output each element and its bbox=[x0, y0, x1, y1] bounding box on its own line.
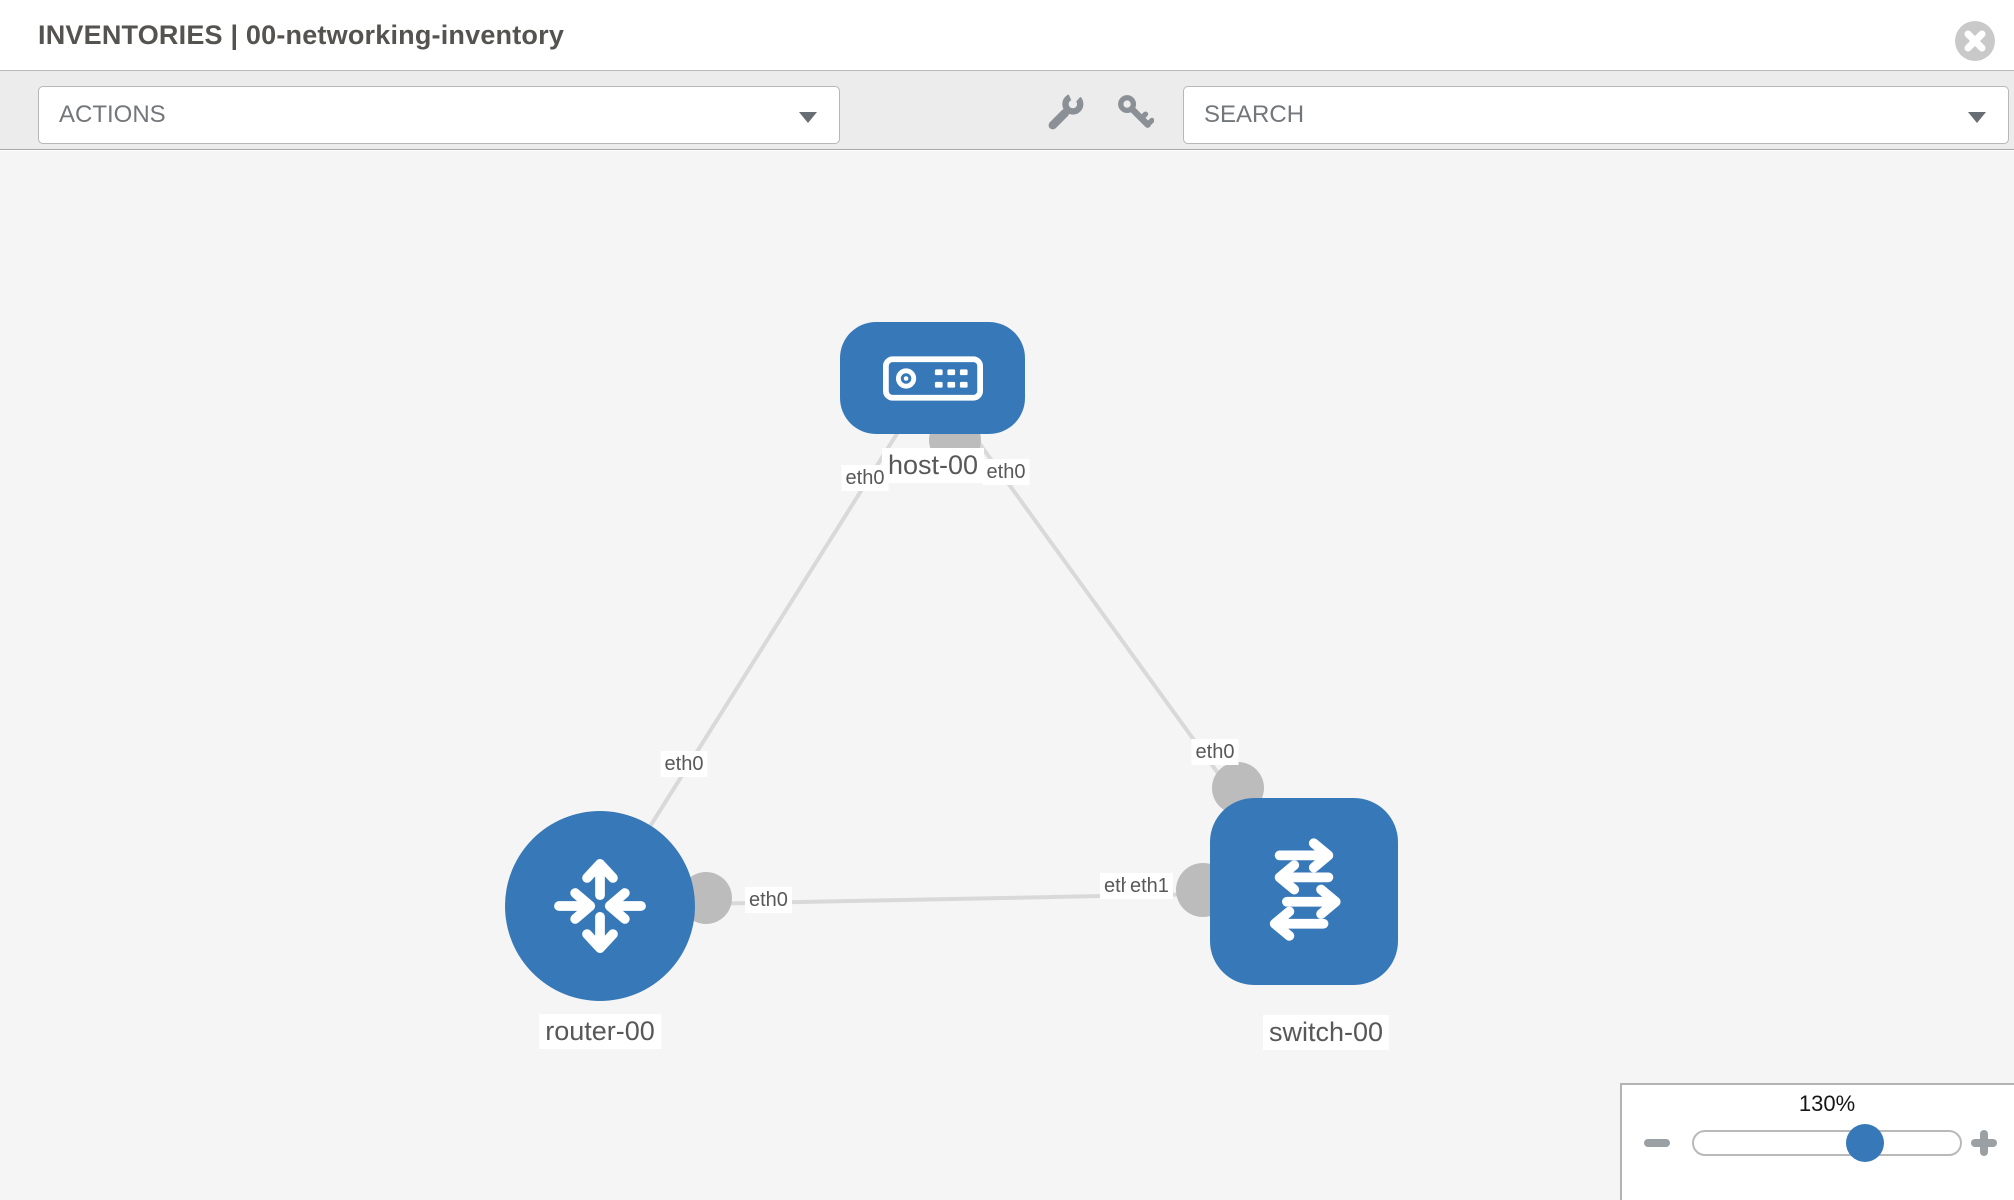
topology-canvas[interactable]: host-00 router-00 switch-00 eth0 eth0 et… bbox=[0, 151, 2014, 1200]
link-layer bbox=[598, 376, 1306, 908]
switch-icon bbox=[1269, 837, 1341, 941]
zoom-in-icon[interactable] bbox=[1971, 1130, 1997, 1156]
actions-dropdown-label: ACTIONS bbox=[59, 101, 166, 128]
node-host-00[interactable] bbox=[840, 322, 1025, 434]
actions-dropdown[interactable]: ACTIONS bbox=[38, 86, 840, 144]
key-icon[interactable] bbox=[1116, 93, 1154, 131]
interface-label-router-side: eth0 bbox=[745, 887, 792, 913]
router-icon bbox=[554, 859, 646, 953]
zoom-slider-thumb[interactable] bbox=[1846, 1124, 1884, 1162]
node-label-switch: switch-00 bbox=[1262, 1015, 1390, 1050]
interface-label-host-switch-mid: eth0 bbox=[1191, 739, 1239, 765]
node-label-router: router-00 bbox=[539, 1014, 661, 1049]
page-title: INVENTORIES | 00-networking-inventory bbox=[38, 20, 565, 50]
chevron-down-icon bbox=[1968, 112, 1986, 123]
interface-label-host-left: eth0 bbox=[841, 465, 889, 491]
interface-label-switch-side-under: eth0 bbox=[1100, 873, 1130, 899]
search-dropdown[interactable]: SEARCH bbox=[1183, 86, 2009, 144]
node-router-00[interactable] bbox=[505, 811, 695, 1001]
wrench-icon[interactable] bbox=[1047, 93, 1085, 131]
search-dropdown-label: SEARCH bbox=[1204, 101, 1305, 128]
server-icon bbox=[882, 355, 983, 401]
chevron-down-icon bbox=[799, 112, 817, 123]
zoom-control-panel: 130% bbox=[1620, 1083, 2014, 1200]
close-icon[interactable] bbox=[1955, 21, 1995, 61]
header-bar: INVENTORIES | 00-networking-inventory bbox=[0, 0, 2014, 71]
interface-label-switch-side: eth1 bbox=[1126, 873, 1173, 899]
toolbar: ACTIONS SEARCH bbox=[0, 71, 2014, 150]
zoom-level-value: 130% bbox=[1798, 1091, 1856, 1116]
interface-label-host-right: eth0 bbox=[982, 459, 1030, 485]
node-switch-00[interactable] bbox=[1210, 798, 1398, 985]
interface-label-host-router-mid: eth0 bbox=[660, 751, 708, 777]
zoom-slider-track[interactable] bbox=[1692, 1130, 1962, 1156]
zoom-out-icon[interactable] bbox=[1644, 1139, 1670, 1147]
node-label-host: host-00 bbox=[881, 448, 985, 483]
